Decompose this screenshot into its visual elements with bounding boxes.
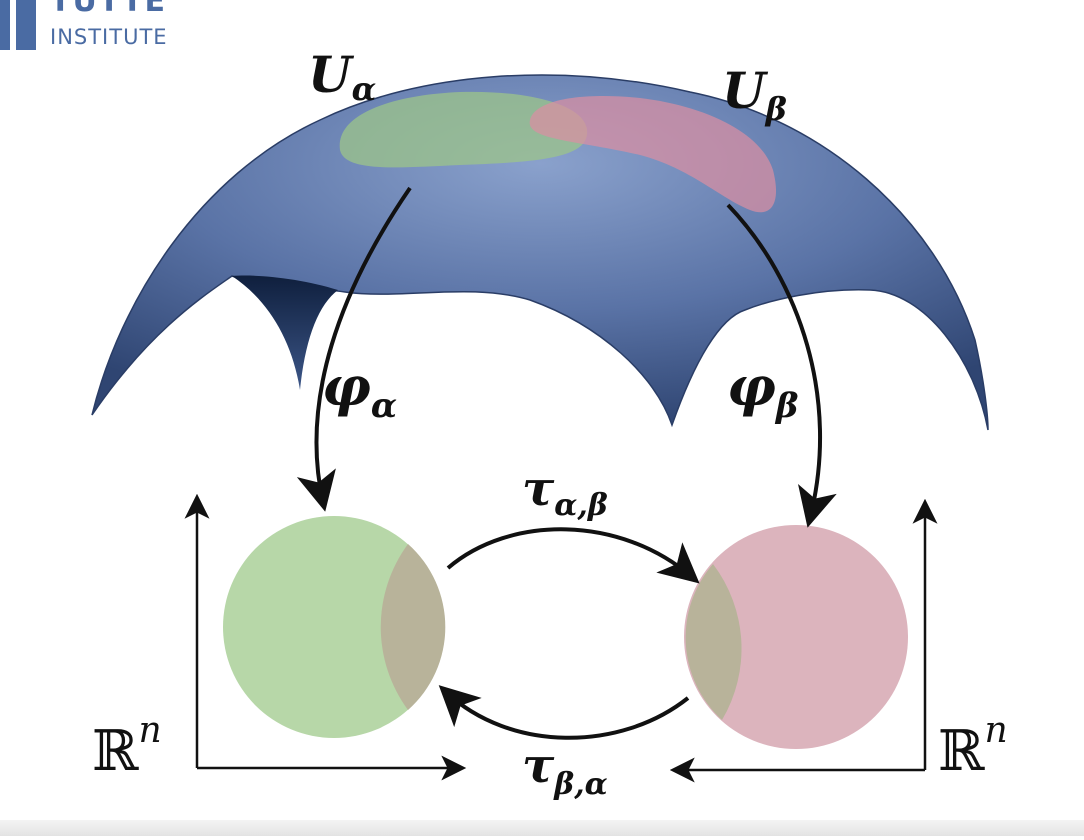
logo-line-1: TUTTE xyxy=(50,0,167,19)
chart-discs xyxy=(223,516,908,749)
phi-alpha-arrow xyxy=(296,186,412,512)
label-u-beta: Uβ xyxy=(722,61,787,128)
label-rn-left: ℝn xyxy=(92,710,162,784)
axes xyxy=(184,493,938,783)
logo-line-2: INSTITUTE xyxy=(50,25,168,49)
chart-beta-disc xyxy=(684,525,908,749)
label-tau-alpha-beta: τα,β xyxy=(522,461,608,523)
tutte-institute-logo: TUTTE INSTITUTE xyxy=(0,0,200,56)
chart-beta-overlap xyxy=(685,564,742,720)
label-tau-beta-alpha: τβ,α xyxy=(522,738,608,802)
labels: Uα Uβ φα φβ τα,β τβ,α ℝn ℝn xyxy=(92,45,1008,802)
bottom-band xyxy=(0,820,1084,836)
patch-u-alpha xyxy=(339,91,588,168)
chart-alpha-disc xyxy=(223,516,445,738)
tau-beta-alpha-arrow xyxy=(438,685,690,740)
map-arrows xyxy=(296,186,837,740)
logo-mark xyxy=(0,0,36,50)
label-rn-right: ℝn xyxy=(938,710,1008,784)
chart-alpha-overlap xyxy=(380,544,446,710)
manifold-fold xyxy=(232,275,338,390)
tau-alpha-beta-arrow xyxy=(446,527,700,584)
patch-u-beta xyxy=(529,96,777,213)
label-phi-beta: φβ xyxy=(727,354,798,426)
phi-beta-arrow xyxy=(726,203,837,528)
manifold-patches xyxy=(339,91,777,213)
label-phi-alpha: φα xyxy=(322,354,397,426)
label-u-alpha: Uα xyxy=(308,45,376,108)
